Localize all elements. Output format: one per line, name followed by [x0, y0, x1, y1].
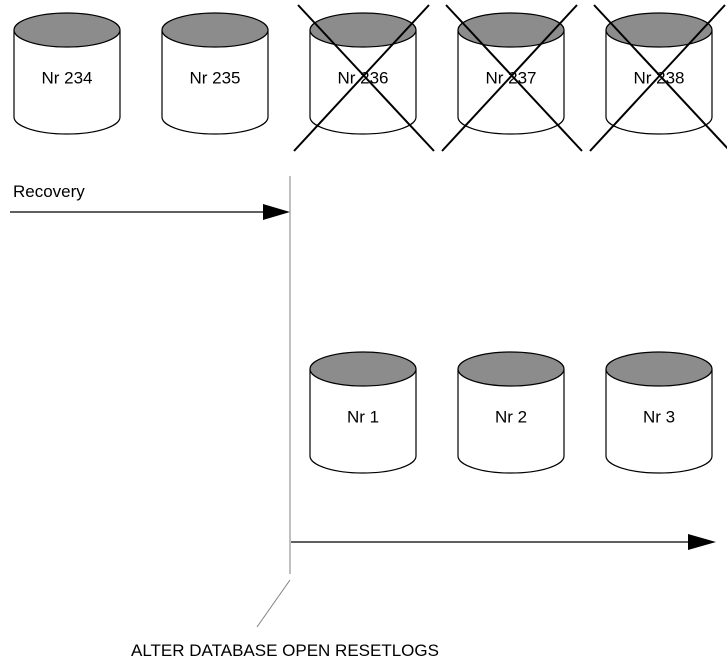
log-cylinder: Nr 3: [605, 351, 713, 474]
cylinder-top: [605, 351, 713, 387]
recovery-label: Recovery: [13, 182, 85, 201]
cylinder-body: [605, 30, 713, 135]
cylinder-top: [457, 351, 565, 387]
discard-cross-line: [589, 4, 726, 152]
cylinder-top: [457, 12, 565, 48]
log-label: Nr 235: [189, 69, 240, 88]
old-log-row: Nr 234 Nr 235 Nr 236 Nr 237 Nr 238: [13, 4, 727, 152]
cylinder-top: [605, 12, 713, 48]
cylinder-body: [457, 369, 565, 474]
log-cylinder: Nr 236: [293, 4, 435, 152]
log-cylinder: Nr 235: [161, 12, 269, 135]
cylinder-top: [13, 12, 121, 48]
log-cylinder: Nr 237: [441, 4, 583, 152]
resetlogs-label: ALTER DATABASE OPEN RESETLOGS: [131, 641, 439, 659]
cylinder-body: [161, 30, 269, 135]
log-label: Nr 237: [485, 69, 536, 88]
discard-cross-line: [445, 4, 583, 152]
log-label: Nr 1: [347, 408, 379, 427]
cylinder-body: [605, 369, 713, 474]
cylinder-top: [161, 12, 269, 48]
log-cylinder: Nr 1: [309, 351, 417, 474]
log-cylinder: Nr 2: [457, 351, 565, 474]
callout-line: [256, 579, 291, 628]
cylinder-body: [13, 30, 121, 135]
log-cylinder: Nr 238: [589, 4, 727, 152]
discard-cross-line: [593, 4, 727, 150]
cylinder-top: [309, 351, 417, 387]
discard-cross-line: [297, 4, 435, 152]
discard-cross-line: [293, 4, 430, 152]
new-log-row: Nr 1 Nr 2 Nr 3: [309, 351, 713, 474]
log-label: Nr 236: [337, 69, 388, 88]
log-label: Nr 2: [495, 408, 527, 427]
cylinder-body: [309, 30, 417, 135]
new-incarnation-arrow-head: [688, 534, 716, 550]
discard-cross-line: [441, 4, 578, 152]
cylinder-body: [457, 30, 565, 135]
cylinder-top: [309, 12, 417, 48]
recovery-arrow-head: [263, 204, 290, 220]
log-cylinder: Nr 234: [13, 12, 121, 135]
log-label: Nr 234: [41, 69, 92, 88]
cylinder-body: [309, 369, 417, 474]
log-label: Nr 3: [643, 408, 675, 427]
log-label: Nr 238: [633, 69, 684, 88]
